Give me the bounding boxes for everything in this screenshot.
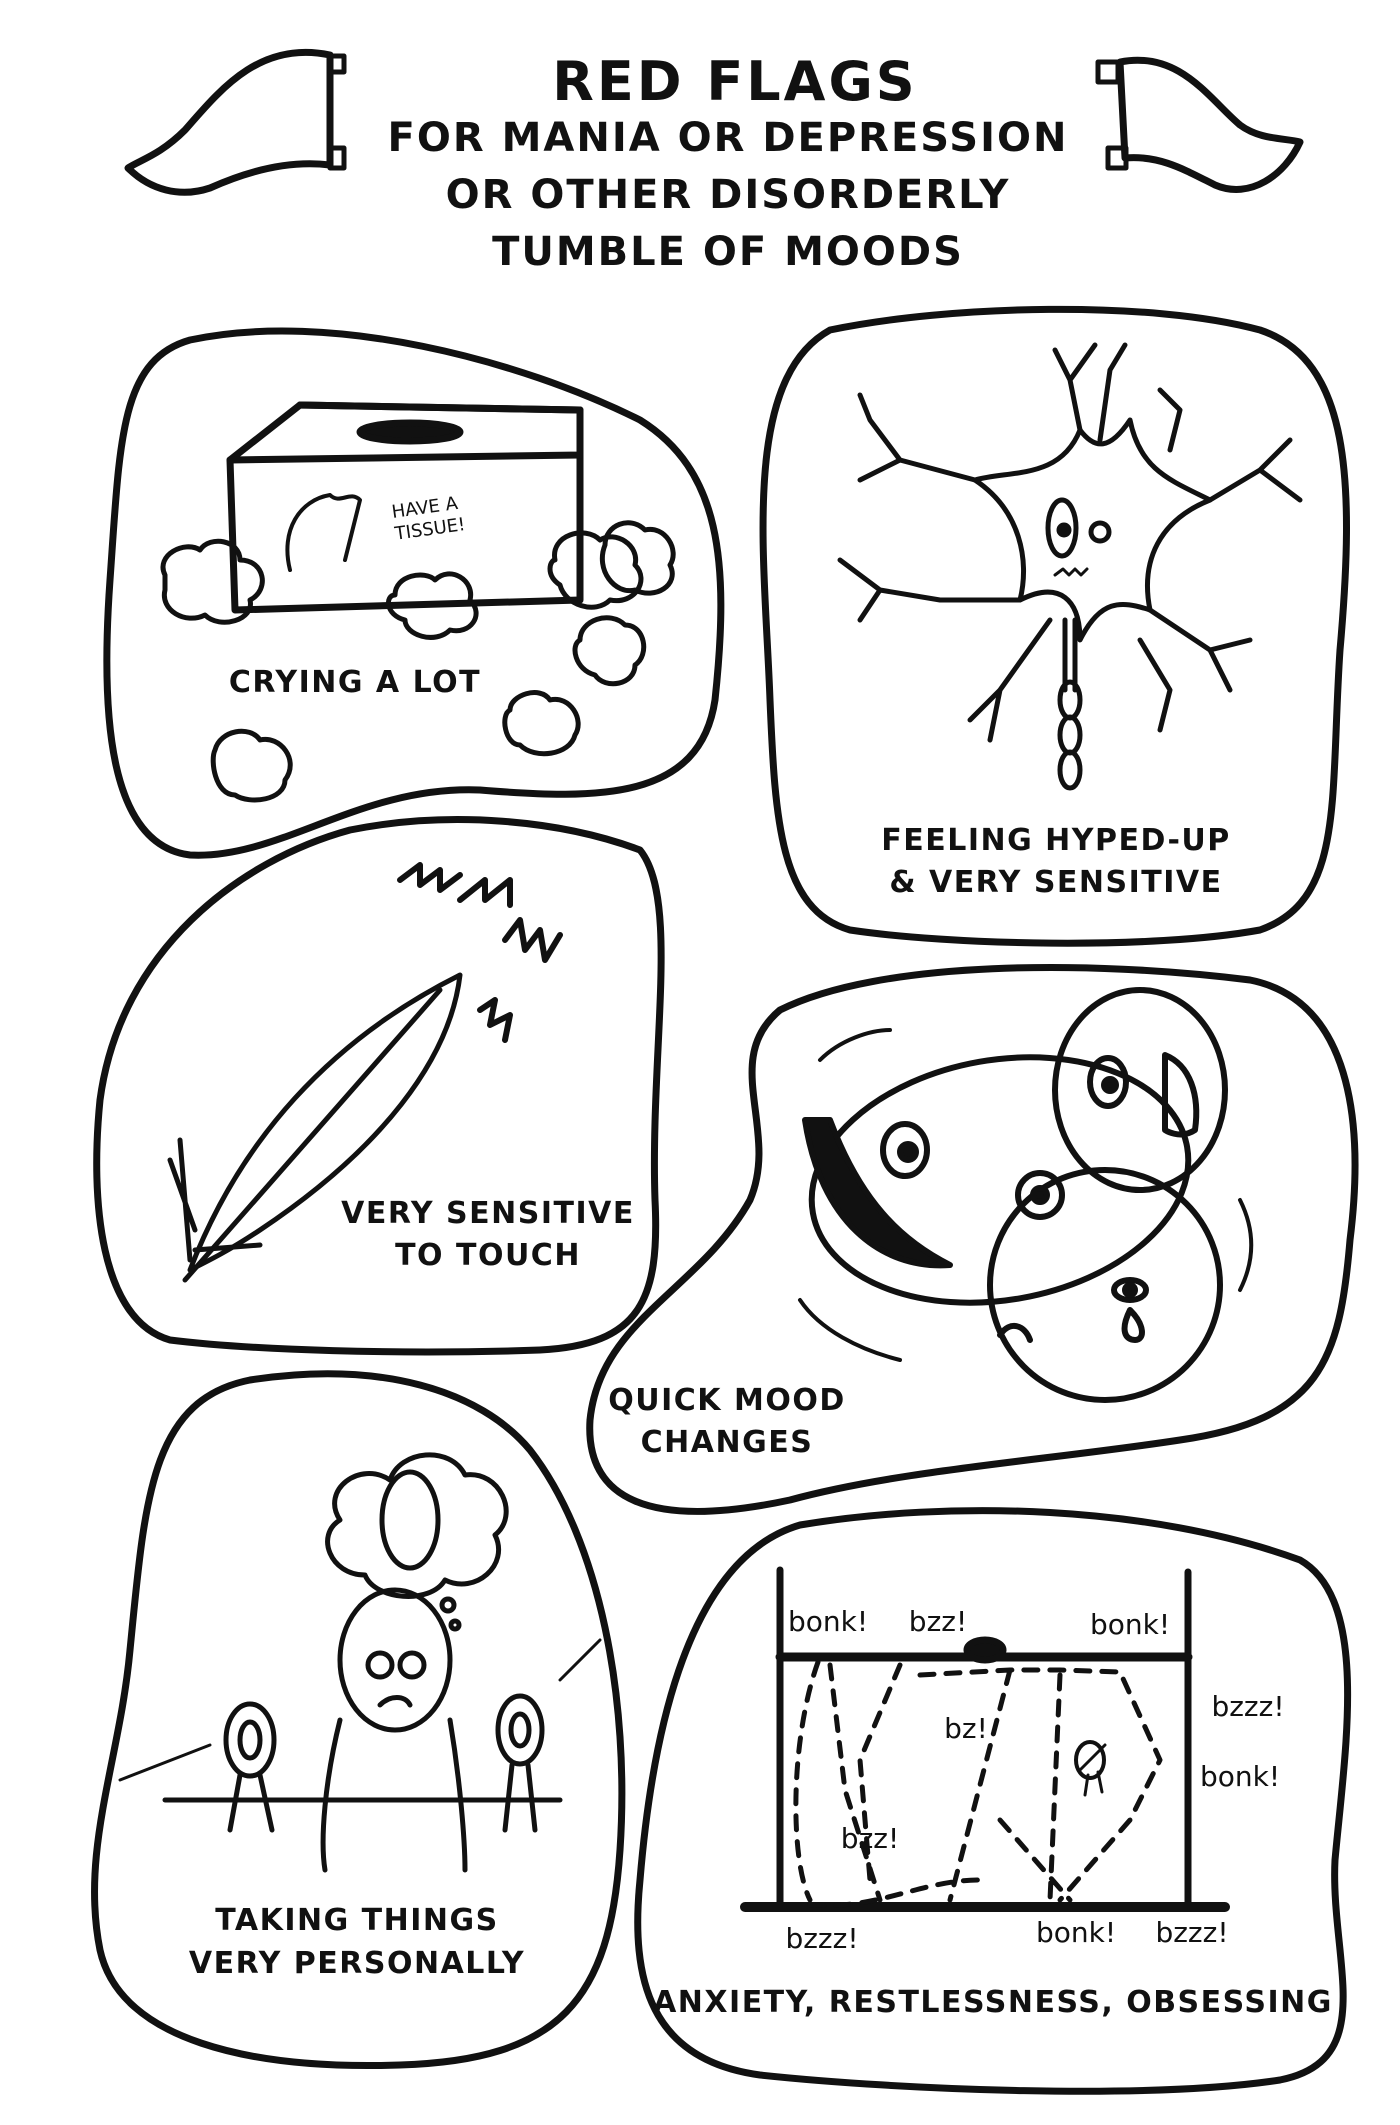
neuron-icon [837, 342, 1303, 791]
crumpled-tissue-icons [160, 520, 676, 803]
label-crying: Crying a lot [228, 665, 482, 700]
left-flag-icon [124, 48, 347, 196]
label-hyped-line-1: Feeling hyped-up [881, 823, 1231, 858]
label-personal-line-2: very personally [188, 1946, 526, 1981]
feather-icon [167, 862, 563, 1283]
sound-effect: bzz! [908, 1605, 968, 1638]
sound-effect: bzzz! [1155, 1916, 1229, 1949]
label-anxiety: Anxiety, restlessness, obsessing [653, 1985, 1333, 2020]
tissue-box-icon [226, 401, 584, 614]
panel-anxiety-border [634, 1507, 1352, 2095]
subtitle-line-2: or other disorderly [445, 172, 1011, 218]
panel-crying-border [103, 327, 725, 859]
panel-personal-border [91, 1370, 626, 2069]
sound-effect: bonk! [1089, 1608, 1171, 1641]
window-fly-icon [740, 1566, 1230, 1912]
mood-faces-icon [798, 987, 1254, 1403]
panel-hyped-border [759, 305, 1350, 947]
subtitle-line-3: tumble of moods [492, 229, 964, 275]
sound-effect: bzzz! [1211, 1690, 1285, 1723]
sound-effect: bonk! [1199, 1760, 1281, 1793]
label-mood-line-2: changes [640, 1425, 814, 1460]
sound-effect: bonk! [1035, 1916, 1117, 1949]
label-personal-line-1: Taking things [215, 1903, 499, 1938]
sound-effect: bz! [944, 1712, 988, 1745]
label-touch-line-1: Very sensitive [341, 1196, 635, 1231]
sound-effect: bzzz! [785, 1922, 859, 1955]
panel-touch-border [93, 816, 665, 1356]
label-mood-line-1: Quick mood [608, 1383, 846, 1418]
right-flag-icon [1095, 56, 1304, 193]
subtitle-line-1: For mania or depression [387, 115, 1069, 161]
sound-effect: bzz! [840, 1822, 900, 1855]
person-target-icon [118, 1452, 602, 1873]
sound-effect: bonk! [787, 1605, 869, 1638]
page-title: Red Flags [552, 50, 918, 113]
label-touch-line-2: to touch [395, 1238, 581, 1273]
label-hyped-line-2: & very sensitive [889, 865, 1223, 900]
panel-mood-border [586, 964, 1359, 1515]
